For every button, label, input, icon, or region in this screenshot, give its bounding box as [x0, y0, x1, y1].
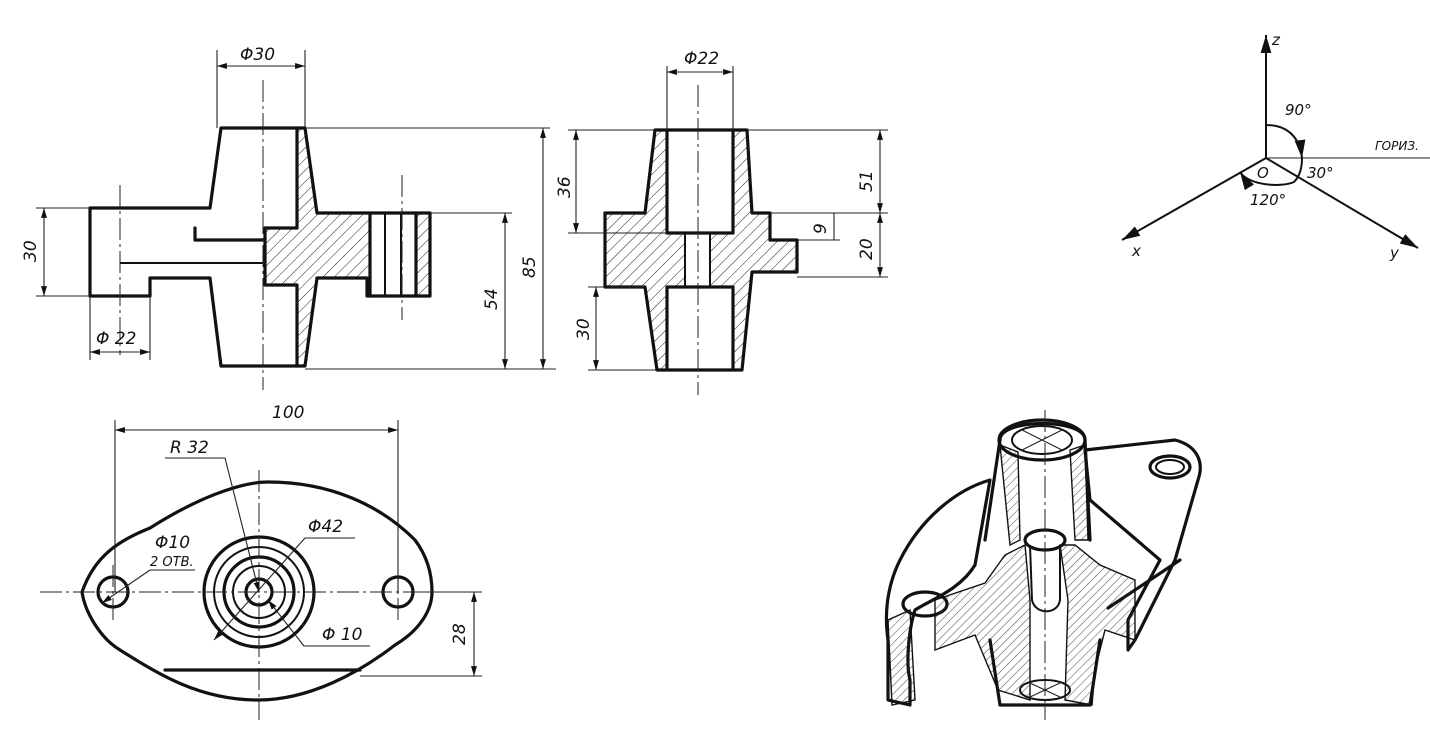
- dim-leader: [101, 569, 151, 604]
- dim-leader: [213, 537, 306, 641]
- top-dim-hole-diameter: Φ10: [155, 533, 190, 553]
- front-section-hatch: [264, 127, 371, 367]
- axis-horizontal-label: ГОРИЗ.: [1375, 139, 1419, 153]
- top-view: 100 R 32 Φ10 2 ОТВ. Φ42 Φ 10 28: [40, 403, 482, 720]
- dim-height-54: 54: [482, 288, 502, 310]
- side-dim-9: 9: [811, 223, 831, 234]
- axis-z-label: z: [1271, 31, 1281, 49]
- axis-origin-label: O: [1257, 164, 1269, 182]
- iso-bottom-tube: [988, 638, 1102, 707]
- iso-flange-left: [884, 478, 992, 707]
- side-left-hatch: [604, 129, 686, 371]
- dim-left-height: 30: [21, 240, 41, 262]
- iso-hole-right-inner: [1155, 459, 1185, 475]
- axis-x-label: x: [1131, 242, 1141, 260]
- side-outline: [603, 128, 799, 372]
- iso-top-tube-left: [983, 438, 1002, 542]
- dim-leader: [267, 599, 305, 647]
- axis-angle-120: 120°: [1250, 191, 1286, 209]
- iso-cut-top-left: [999, 443, 1021, 547]
- front-view: Φ30 30 Φ 22 54 85: [21, 45, 556, 390]
- iso-top-rim: [997, 418, 1087, 462]
- dim-leader: [224, 457, 260, 593]
- axis-angle-90: 90°: [1285, 101, 1312, 119]
- axis-y-label: y: [1389, 244, 1400, 262]
- side-dim-top-diameter: Φ22: [684, 49, 719, 69]
- iso-cut-right: [1059, 544, 1136, 706]
- front-body-outline: [88, 126, 432, 368]
- side-dim-30: 30: [574, 318, 594, 340]
- side-upper-bore: [665, 128, 735, 235]
- side-dim-51: 51: [857, 170, 877, 192]
- top-dim-bore-diameter: Φ 10: [322, 625, 362, 645]
- side-dim-20: 20: [857, 238, 877, 260]
- front-step-line: [193, 226, 267, 242]
- iso-top-bore: [1011, 425, 1073, 455]
- axis-x: [1121, 157, 1267, 241]
- side-view: Φ22 36 30 51 9 20: [555, 49, 888, 395]
- iso-mid-bore-walls: [1029, 544, 1061, 613]
- side-right-hatch: [709, 129, 798, 371]
- side-lower-bore: [665, 285, 735, 372]
- top-dim-boss-diameter: Φ42: [308, 517, 343, 537]
- top-dim-offset: 28: [450, 623, 470, 645]
- front-bore-line: [263, 126, 299, 230]
- arc-30: [1293, 157, 1303, 183]
- top-dim-hole-count: 2 ОТВ.: [150, 555, 194, 570]
- top-dim-radius: R 32: [170, 438, 209, 458]
- iso-cut-left: [934, 543, 1031, 701]
- side-dim-36: 36: [555, 176, 575, 198]
- axes-diagram: z x y O 90° 30° 120° ГОРИЗ.: [1121, 31, 1430, 262]
- axis-angle-30: 30°: [1307, 164, 1334, 182]
- front-bore-line-lower: [263, 226, 299, 368]
- dim-left-diameter: Φ 22: [96, 329, 136, 349]
- top-dim-width: 100: [272, 403, 304, 423]
- iso-top-cross: [1021, 429, 1063, 451]
- arc-90: [1265, 124, 1306, 159]
- dim-height-85: 85: [520, 256, 540, 278]
- iso-hole-right: [1148, 454, 1192, 480]
- iso-cut-top-right: [1069, 444, 1089, 541]
- axis-y: [1265, 157, 1419, 249]
- arc-120: [1239, 171, 1295, 191]
- iso-cut-left-edge: [887, 608, 916, 706]
- front-ring-hatch: [415, 212, 431, 297]
- dim-top-diameter: Φ30: [240, 45, 275, 65]
- isometric-view: [884, 410, 1202, 720]
